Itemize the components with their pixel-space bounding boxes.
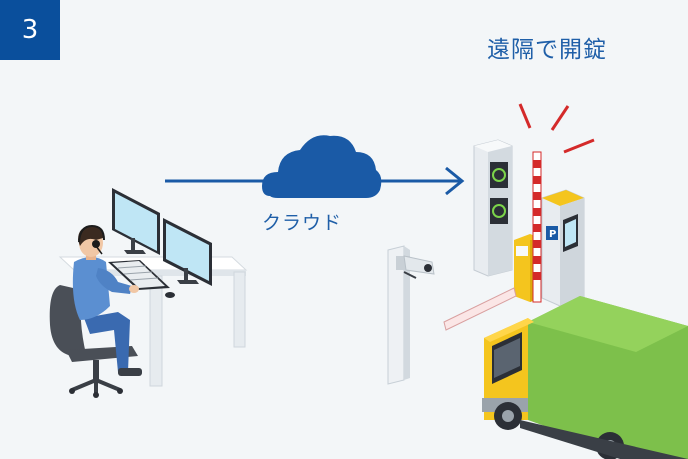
alert-marks <box>518 103 595 154</box>
mouse-icon <box>165 292 175 298</box>
truck-icon <box>482 296 688 459</box>
ticket-machine-icon: P <box>541 189 585 307</box>
monitor-icon <box>112 188 212 286</box>
svg-text:P: P <box>549 229 556 240</box>
cloud-label: クラウド <box>262 212 343 234</box>
remote-unlock-heading: 遠隔で開錠 <box>487 37 607 63</box>
cloud-icon <box>262 135 382 198</box>
step-number-badge: 3 <box>0 0 60 60</box>
keyboard-icon <box>108 260 175 298</box>
gate-barrier-icon <box>443 151 546 331</box>
gate-pillar-icon <box>473 139 513 277</box>
operator-icon <box>72 224 142 376</box>
camera-icon <box>387 245 435 385</box>
